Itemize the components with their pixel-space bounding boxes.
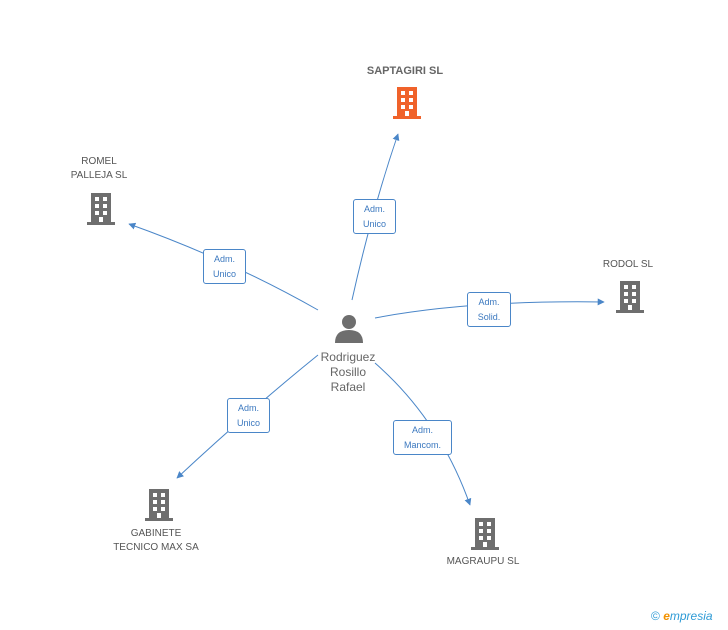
node-label-gabinete[interactable]: GABINETE TECNICO MAX SA: [100, 527, 212, 555]
edge-label-saptagiri: Adm. Unico: [353, 199, 396, 234]
node-gabinete[interactable]: [145, 489, 173, 521]
center-name-line: Rosillo: [329, 365, 366, 379]
node-label-saptagiri[interactable]: SAPTAGIRI SL: [366, 65, 444, 77]
edge-label-line: Unico: [212, 269, 236, 279]
node-label-line: PALLEJA SL: [70, 170, 128, 181]
building-icon: [87, 193, 115, 225]
edge-label-rodol: Adm. Solid.: [467, 292, 511, 327]
node-label-line: GABINETE: [130, 528, 182, 539]
node-romel[interactable]: [87, 193, 115, 225]
edge-label-line: Unico: [362, 219, 386, 229]
edge-label-gabinete: Adm. Unico: [227, 398, 270, 433]
building-icon: [616, 281, 644, 313]
edge-label-line: Mancom.: [403, 440, 441, 450]
edge-label-line: Adm.: [363, 204, 385, 214]
edge-label-line: Adm.: [411, 425, 433, 435]
edge-label-magraupu: Adm. Mancom.: [393, 420, 452, 455]
edge-label-line: Adm.: [237, 403, 259, 413]
edge-label-line: Adm.: [478, 297, 500, 307]
node-label-magraupu[interactable]: MAGRAUPU SL: [446, 556, 520, 567]
node-saptagiri[interactable]: [393, 87, 421, 119]
brand-initial: e: [663, 609, 670, 623]
node-label-rodol[interactable]: RODOL SL: [602, 259, 654, 270]
empresia-logo[interactable]: © empresia: [651, 609, 713, 623]
person-icon: [335, 315, 363, 343]
edge-label-line: Solid.: [477, 312, 501, 322]
building-icon: [393, 87, 421, 119]
center-name-line: Rodriguez: [320, 350, 376, 364]
center-name-label[interactable]: Rodriguez Rosillo Rafael: [300, 350, 396, 395]
node-label-line: ROMEL: [81, 156, 117, 167]
edge-label-line: Unico: [236, 418, 260, 428]
edge-label-line: Adm.: [213, 254, 235, 264]
node-magraupu[interactable]: [471, 518, 499, 550]
edge-lines: [128, 133, 605, 506]
building-icon: [471, 518, 499, 550]
node-label-romel[interactable]: ROMEL PALLEJA SL: [50, 155, 148, 183]
node-label-line: TECNICO MAX SA: [113, 542, 199, 553]
brand-name: mpresia: [669, 609, 713, 623]
building-icon: [145, 489, 173, 521]
copyright-icon: ©: [651, 609, 660, 623]
node-center[interactable]: [335, 315, 363, 343]
node-rodol[interactable]: [616, 281, 644, 313]
center-name-line: Rafael: [330, 380, 366, 394]
edge-label-romel: Adm. Unico: [203, 249, 246, 284]
